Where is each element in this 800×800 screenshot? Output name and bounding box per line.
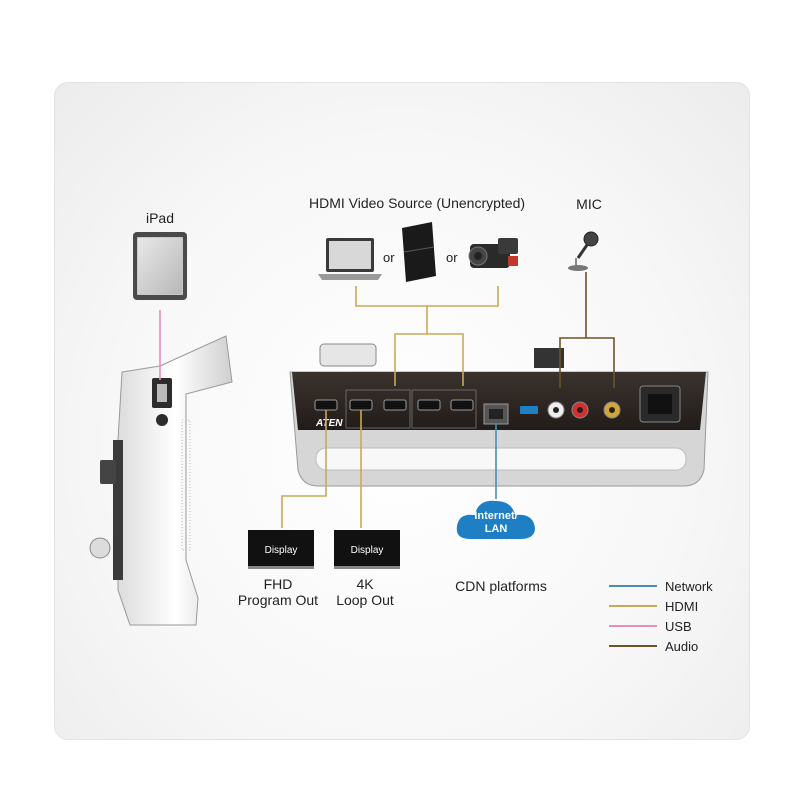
cloud-label-line1: Internet/ <box>474 510 517 522</box>
laptop-icon <box>318 238 382 280</box>
legend-label-usb: USB <box>665 618 692 634</box>
loop-label-line1: 4K <box>356 576 374 592</box>
switcher-side-view <box>89 335 233 626</box>
cdn-label: CDN platforms <box>455 578 547 594</box>
game-console-icon <box>402 222 436 282</box>
legend-item-hdmi: HDMI <box>609 597 698 615</box>
legend-item-network: Network <box>609 577 713 595</box>
legend-item-audio: Audio <box>609 637 698 655</box>
audio-branch <box>559 337 615 388</box>
hdmi-source-label: HDMI Video Source (Unencrypted) <box>308 195 526 211</box>
legend-label-network: Network <box>665 578 713 594</box>
legend-swatch-network <box>609 585 657 587</box>
cloud-icon: Internet/ LAN <box>454 498 538 541</box>
legend-label-audio: Audio <box>665 638 699 654</box>
ipad-label: iPad <box>145 210 175 226</box>
brand-label: ATEN <box>315 418 343 429</box>
microphone-icon <box>568 231 599 271</box>
tablet-icon <box>133 232 187 300</box>
hdmi-output-fhd <box>281 410 327 528</box>
display-1-label: Display <box>265 545 298 556</box>
camcorder-icon <box>468 238 518 268</box>
loop-label-line2: Loop Out <box>336 592 394 608</box>
display-2-label: Display <box>351 545 384 556</box>
legend-swatch-hdmi <box>609 605 657 607</box>
hdmi-input-bracket <box>355 286 499 307</box>
cloud-label-line2: LAN <box>485 523 508 535</box>
connection-lines <box>159 272 615 528</box>
legend-item-usb: USB <box>609 617 692 635</box>
legend-swatch-audio <box>609 645 657 647</box>
legend-swatch-usb <box>609 625 657 627</box>
fhd-label-line1: FHD <box>263 576 293 592</box>
display-icon: Display <box>334 530 400 569</box>
or-label-1: or <box>383 250 395 265</box>
fhd-label-line2: Program Out <box>237 592 319 608</box>
display-icon: Display <box>248 530 314 569</box>
switcher-back-panel: ATEN <box>289 343 709 487</box>
legend-label-hdmi: HDMI <box>665 598 699 614</box>
mic-label: MIC <box>576 196 602 212</box>
hdmi-input-branch <box>394 333 464 386</box>
or-label-2: or <box>446 250 458 265</box>
